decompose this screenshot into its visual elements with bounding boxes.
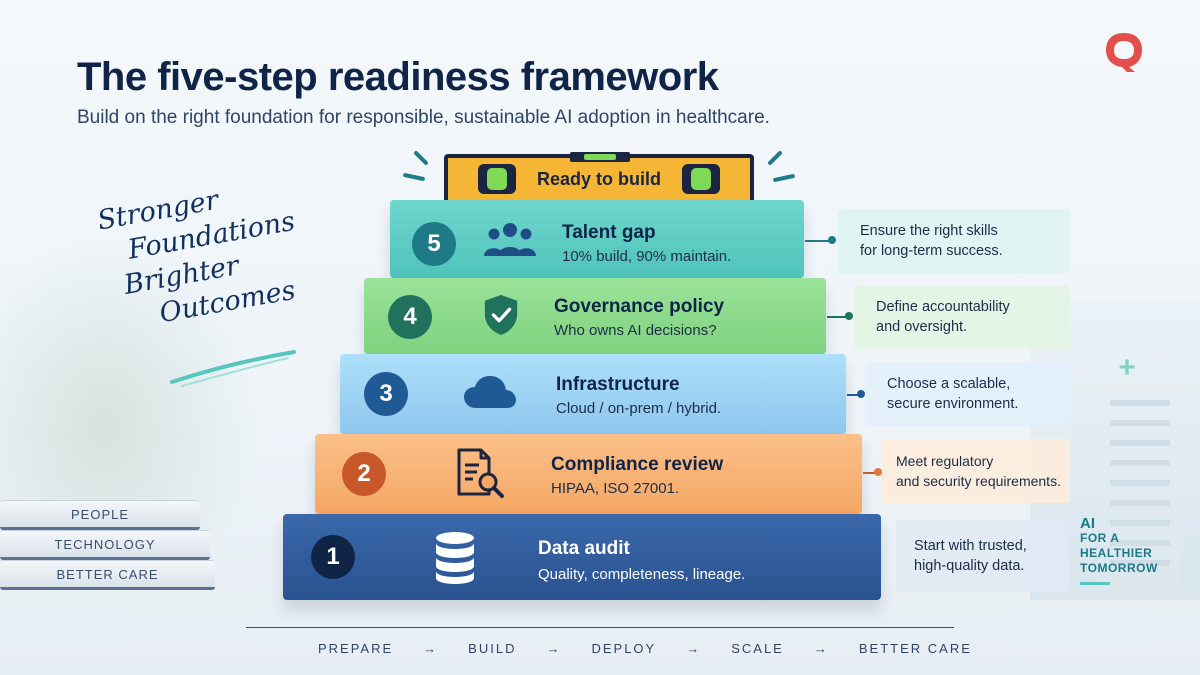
connector-line bbox=[863, 472, 877, 474]
footer-arrow: → bbox=[546, 641, 562, 656]
spark-line bbox=[402, 172, 426, 182]
book: TECHNOLOGY bbox=[0, 530, 210, 560]
connector-dot bbox=[845, 312, 853, 320]
step-title: Talent gap bbox=[562, 222, 656, 243]
note-line: and oversight. bbox=[876, 319, 968, 335]
brand-logo-icon bbox=[1106, 33, 1142, 72]
footer-item: BETTER CARE bbox=[858, 641, 972, 656]
note-card-4: Define accountability and oversight. bbox=[854, 285, 1070, 349]
note-line: secure environment. bbox=[887, 396, 1019, 412]
level-top-vial bbox=[570, 152, 630, 162]
tagline: AI FOR A HEALTHIER TOMORROW bbox=[1080, 516, 1180, 585]
connector-line bbox=[805, 240, 833, 242]
footer-arrow: → bbox=[813, 641, 829, 656]
footer-arrow: → bbox=[423, 641, 439, 656]
book: PEOPLE bbox=[0, 500, 200, 530]
brush-swoosh bbox=[170, 350, 296, 387]
people-icon bbox=[484, 223, 536, 256]
level-vial bbox=[478, 164, 516, 194]
tagline-line: TOMORROW bbox=[1080, 561, 1158, 575]
step-description: Quality, completeness, lineage. bbox=[538, 566, 746, 583]
connector-dot bbox=[828, 236, 836, 244]
level-vial bbox=[682, 164, 720, 194]
step-number-badge: 1 bbox=[311, 535, 355, 579]
footer-item: DEPLOY bbox=[591, 641, 657, 656]
step-block-4: 4 Governance policy Who owns AI decision… bbox=[364, 278, 826, 354]
step-description: HIPAA, ISO 27001. bbox=[551, 480, 680, 497]
step-description: 10% build, 90% maintain. bbox=[562, 248, 732, 265]
step-number-badge: 5 bbox=[412, 222, 456, 266]
footer-item: PREPARE bbox=[318, 641, 394, 656]
connector-line bbox=[827, 316, 849, 318]
slogan: Stronger Foundations Brighter Outcomes bbox=[95, 163, 355, 339]
footer-journey: PREPARE → BUILD → DEPLOY → SCALE → BETTE… bbox=[318, 641, 972, 656]
book: BETTER CARE bbox=[0, 560, 215, 590]
note-line: Define accountability bbox=[876, 299, 1010, 315]
step-block-3: 3 Infrastructure Cloud / on-prem / hybri… bbox=[340, 354, 846, 434]
note-line: high-quality data. bbox=[914, 558, 1025, 574]
footer-divider bbox=[246, 627, 954, 628]
note-card-2: Meet regulatory and security requirements… bbox=[882, 439, 1070, 503]
tagline-line: AI bbox=[1080, 515, 1095, 532]
level-label: Ready to build bbox=[536, 168, 661, 189]
connector-dot bbox=[857, 390, 865, 398]
note-line: Start with trusted, bbox=[914, 538, 1027, 554]
footer-item: SCALE bbox=[731, 641, 784, 656]
tagline-line: HEALTHIER bbox=[1080, 546, 1153, 560]
page-title: The five-step readiness framework bbox=[77, 55, 719, 99]
note-line: Ensure the right skills bbox=[860, 223, 998, 239]
document-search-icon bbox=[457, 448, 504, 498]
step-description: Who owns AI decisions? bbox=[554, 322, 717, 339]
tagline-line: FOR A bbox=[1080, 531, 1120, 545]
note-card-3: Choose a scalable, secure environment. bbox=[865, 362, 1070, 426]
note-card-5: Ensure the right skills for long-term suc… bbox=[838, 209, 1070, 273]
step-title: Data audit bbox=[538, 538, 630, 559]
step-number-badge: 2 bbox=[342, 452, 386, 496]
step-block-2: 2 Compliance review HIPAA, ISO 27001. bbox=[315, 434, 862, 514]
footer-item: BUILD bbox=[468, 641, 517, 656]
database-icon bbox=[436, 532, 474, 584]
step-block-5: 5 Talent gap 10% build, 90% maintain. bbox=[390, 200, 804, 278]
footer-arrow: → bbox=[686, 641, 702, 656]
page-subtitle: Build on the right foundation for respon… bbox=[77, 107, 770, 128]
spark-line bbox=[772, 173, 796, 183]
step-block-1: 1 Data audit Quality, completeness, line… bbox=[283, 514, 881, 600]
note-card-1: Start with trusted, high-quality data. bbox=[896, 520, 1070, 592]
step-title: Governance policy bbox=[554, 296, 725, 317]
tagline-underline bbox=[1080, 582, 1110, 585]
shield-check-icon bbox=[484, 295, 518, 335]
hospital-building bbox=[1100, 320, 1180, 590]
plant-background bbox=[0, 230, 260, 550]
cloud-icon bbox=[464, 376, 516, 408]
step-description: Cloud / on-prem / hybrid. bbox=[556, 400, 722, 417]
step-title: Infrastructure bbox=[556, 374, 680, 395]
note-line: Meet regulatory bbox=[896, 453, 994, 469]
connector-dot bbox=[874, 468, 882, 476]
connector-line bbox=[847, 394, 861, 396]
step-title: Compliance review bbox=[551, 454, 724, 475]
spark-line bbox=[767, 150, 783, 166]
medical-cross-icon: + bbox=[1118, 351, 1136, 384]
spirit-level: Ready to build bbox=[444, 152, 754, 204]
spark-line bbox=[413, 150, 429, 166]
note-line: for long-term success. bbox=[860, 243, 1003, 259]
step-number-badge: 4 bbox=[388, 295, 432, 339]
book-stack: PEOPLE TECHNOLOGY BETTER CARE bbox=[0, 500, 215, 590]
step-number-badge: 3 bbox=[364, 372, 408, 416]
note-line: Choose a scalable, bbox=[887, 376, 1011, 392]
note-line: and security requirements. bbox=[896, 473, 1061, 489]
